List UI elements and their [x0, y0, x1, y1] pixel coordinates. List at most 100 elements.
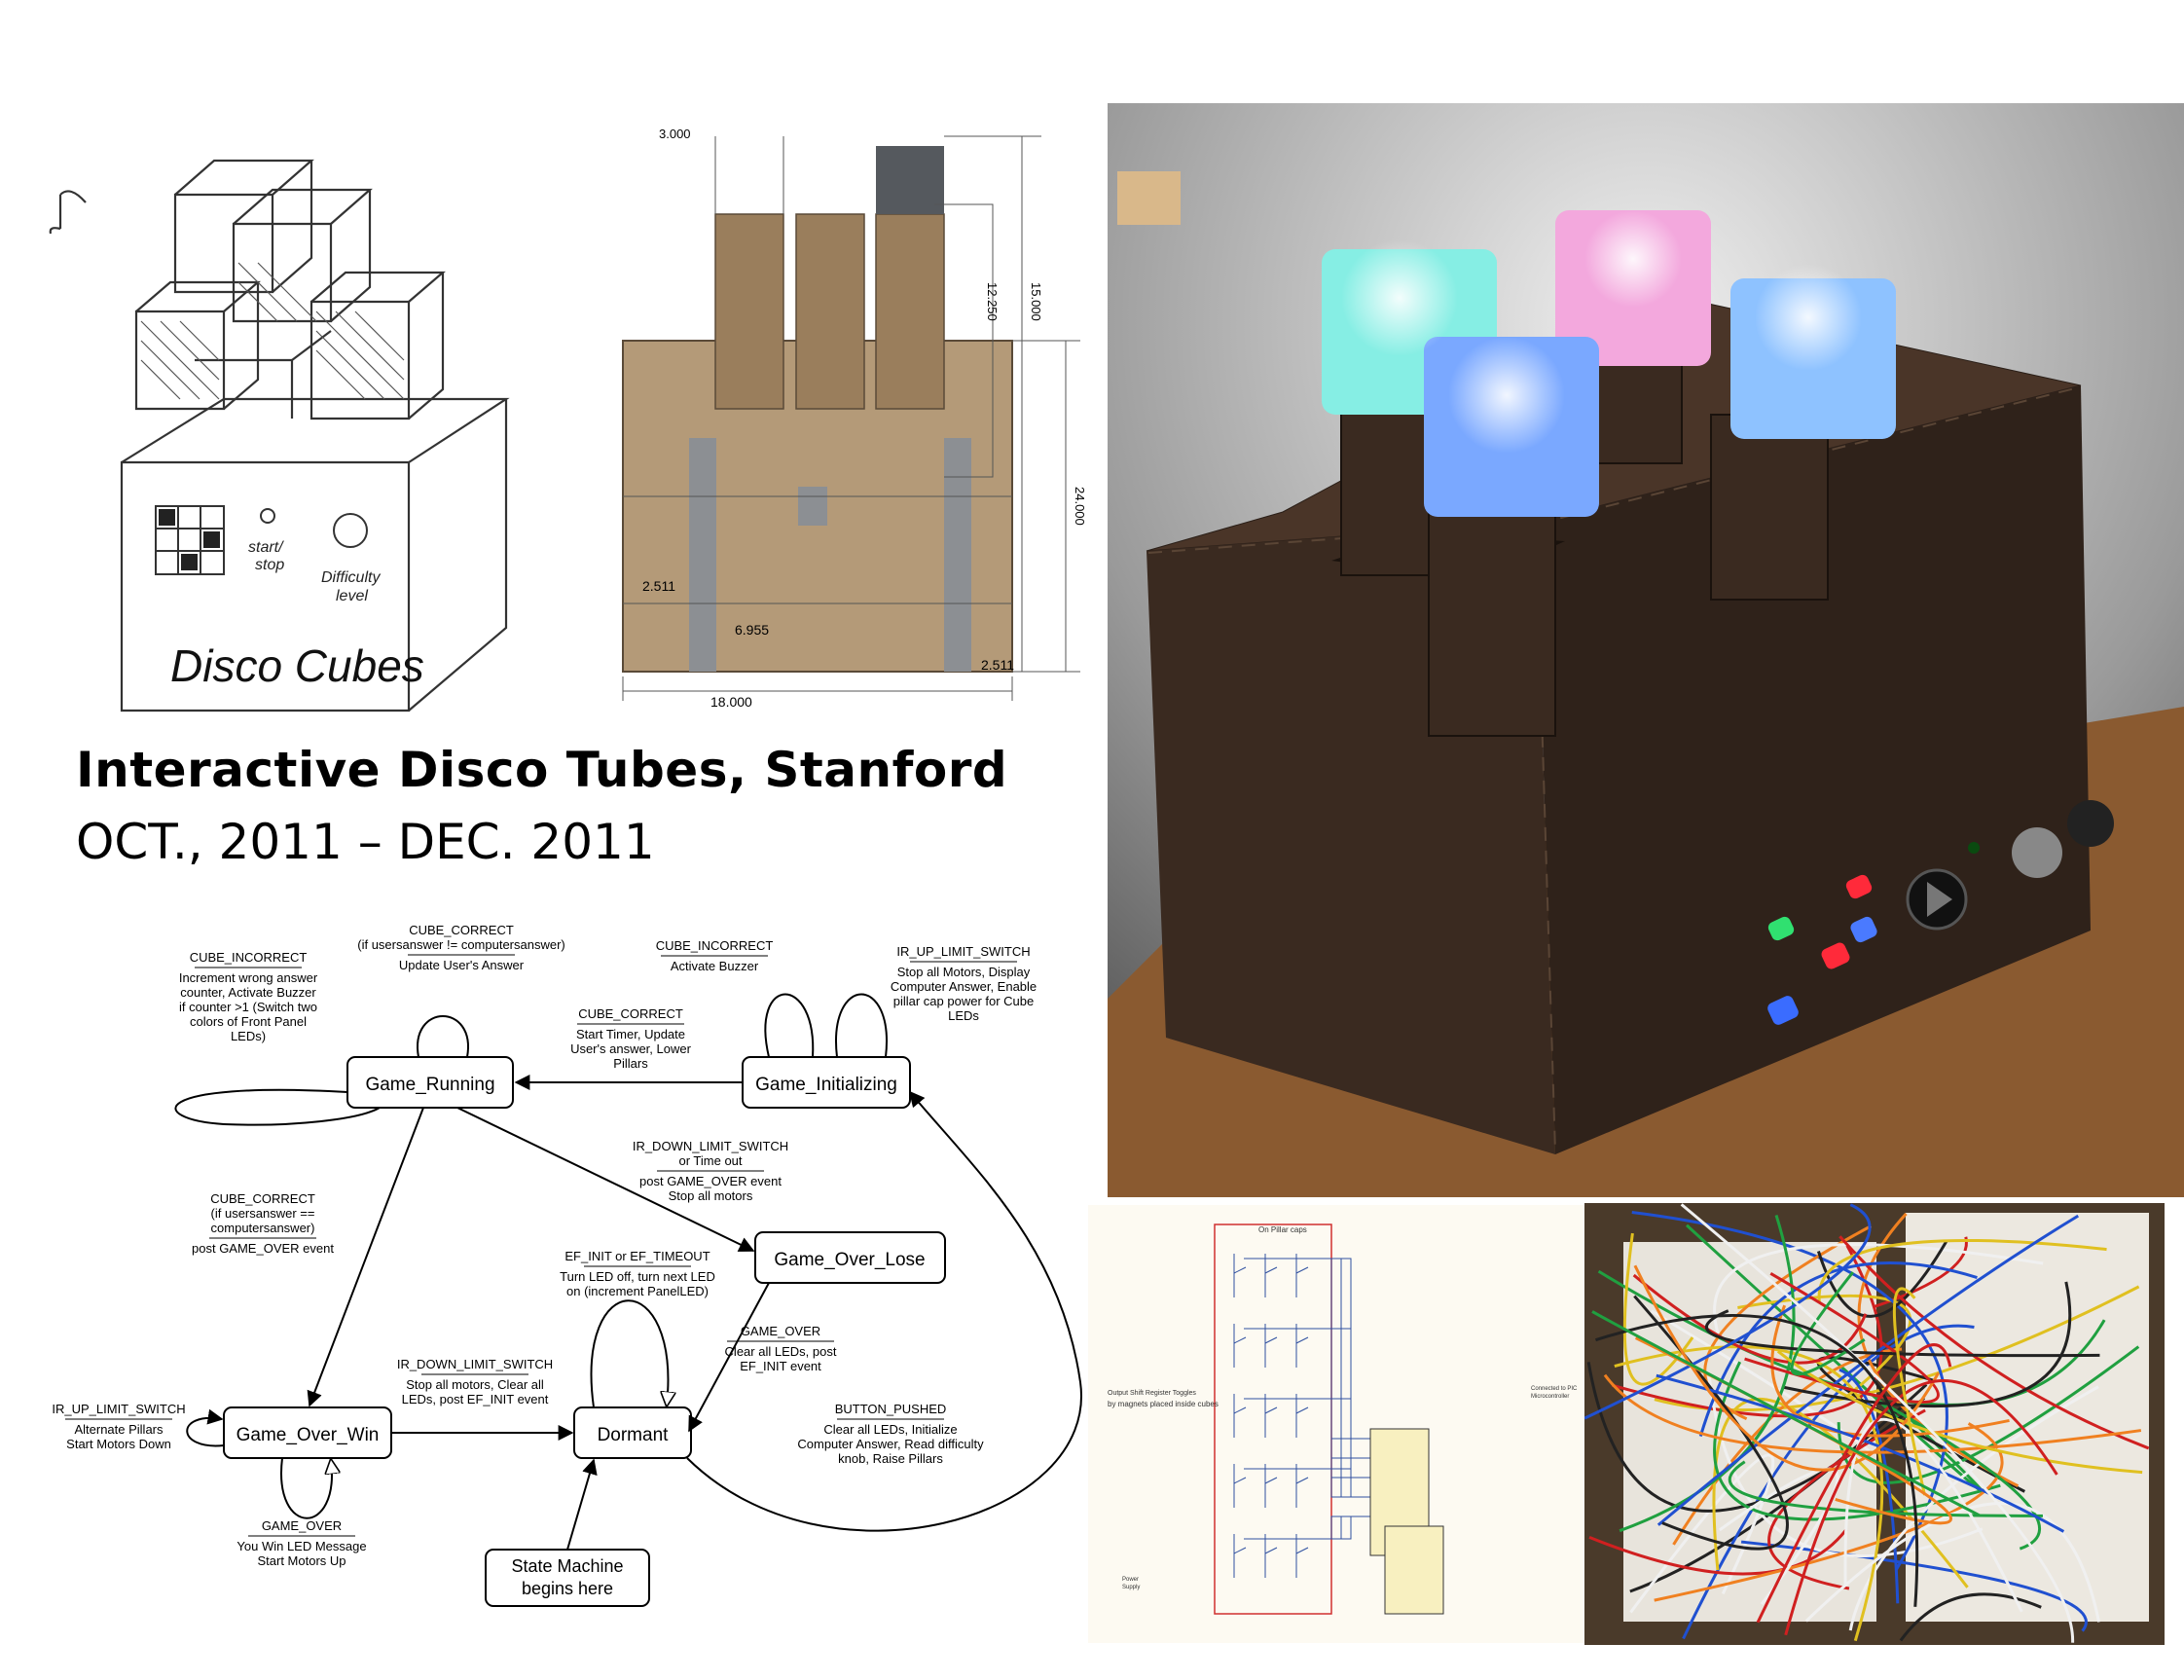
state-game-initializing: Game_Initializing — [755, 1075, 897, 1095]
transition-action-ir-down-lose: post GAME_OVER event — [639, 1174, 782, 1188]
schematic-switch — [1233, 1464, 1247, 1508]
schematic-switch — [1264, 1534, 1278, 1578]
schematic-switch — [1295, 1464, 1309, 1508]
breadboard-wire — [1614, 1345, 1884, 1642]
schematic-switch — [1295, 1254, 1309, 1297]
transition-action-ir-up-init: Stop all Motors, Display — [897, 965, 1031, 979]
transition-action-game-over-win: Start Motors Up — [257, 1553, 346, 1568]
breadboard-wire — [1857, 1212, 2020, 1488]
transition-event-ir-up-init: IR_UP_LIMIT_SWITCH — [896, 944, 1030, 959]
transition-action-ir-up-win: Alternate Pillars — [74, 1422, 164, 1437]
state-start-line2: begins here — [522, 1579, 613, 1598]
cad-drawing: 3.000 12.250 15.000 24.000 2.511 6.955 2… — [603, 117, 1110, 720]
transition-action-ir-down-lose: Stop all motors — [669, 1188, 753, 1203]
transition-action-cube-incorrect-init: Activate Buzzer — [671, 959, 759, 973]
breadboard-wire — [1705, 1309, 2100, 1358]
sketch-label-stop: stop — [255, 557, 284, 573]
transition-event-cube-incorrect-running: CUBE_INCORRECT — [190, 950, 308, 965]
state-dormant: Dormant — [598, 1425, 670, 1445]
state-machine-diagram: Game_Running Game_Initializing Game_Over… — [0, 915, 1100, 1680]
breadboard-wire — [1712, 1397, 1969, 1589]
schematic-switch — [1233, 1324, 1247, 1368]
schematic-label-power: Power — [1122, 1577, 1139, 1583]
schematic-label-micro: Microcontroller — [1531, 1394, 1569, 1400]
transition-action-cube-correct-self: Update User's Answer — [399, 958, 525, 972]
schematic-label-supply: Supply — [1122, 1585, 1140, 1590]
breadboard-wire — [1595, 1313, 1919, 1607]
breadboard-wire — [1656, 1373, 2065, 1533]
page-dates: OCT., 2011 – DEC. 2011 — [76, 814, 655, 870]
transition-action-ir-down-win: Stop all motors, Clear all — [406, 1377, 544, 1392]
breadboard-wire — [1603, 1373, 2142, 1454]
breadboard-wire — [1804, 1502, 2101, 1623]
sketch-label-start: start/ — [248, 539, 284, 556]
breadboard-wire — [1838, 1368, 1900, 1604]
schematic-switch — [1233, 1534, 1247, 1578]
schematic-switch — [1264, 1394, 1278, 1438]
breadboard-wire — [1838, 1235, 2150, 1450]
music-note-icon — [49, 190, 87, 235]
transition-action-ir-up-init: LEDs — [948, 1008, 979, 1023]
transition-action-cube-incorrect-running: if counter >1 (Switch two — [179, 1000, 317, 1014]
schematic-label-magnets: by magnets placed inside cubes — [1108, 1400, 1219, 1408]
concept-sketch: start/ stop Difficulty level Disco Cubes — [0, 117, 584, 759]
transition-event-cube-correct-win: computersanswer) — [211, 1221, 315, 1235]
transition-action-cube-incorrect-running: colors of Front Panel — [190, 1014, 307, 1029]
breadboard-wire — [1588, 1528, 1848, 1576]
transition-action-cube-correct-win: post GAME_OVER event — [192, 1241, 334, 1256]
breadboard-wire — [1767, 1408, 1926, 1590]
schematic-wire — [1306, 1516, 1370, 1540]
transition-action-ir-up-init: pillar cap power for Cube — [893, 994, 1035, 1008]
breadboard-wire — [1899, 1592, 2042, 1642]
schematic-switch — [1264, 1324, 1278, 1368]
cad-dim-2511-right: 2.511 — [981, 657, 1014, 673]
state-start-line1: State Machine — [511, 1556, 623, 1576]
schematic-switch — [1295, 1394, 1309, 1438]
cad-dim-3000: 3.000 — [659, 127, 691, 141]
transition-event-button-pushed: BUTTON_PUSHED — [835, 1402, 947, 1416]
breadboard-wire — [1632, 1273, 1868, 1365]
transition-action-cube-correct-start: Pillars — [613, 1056, 648, 1071]
transition-event-ef-init: EF_INIT or EF_TIMEOUT — [564, 1249, 710, 1263]
transition-action-button-pushed: knob, Raise Pillars — [838, 1451, 943, 1466]
schematic-wire — [1306, 1468, 1370, 1498]
breadboard-wire — [1611, 1242, 1883, 1418]
breadboard-wire — [1656, 1214, 2080, 1526]
transition-event-ir-down-lose: or Time out — [678, 1153, 742, 1168]
transition-event-cube-correct-start: CUBE_CORRECT — [578, 1006, 683, 1021]
transition-event-cube-correct-win: (if usersanswer == — [211, 1206, 315, 1221]
breadboard-wire — [1744, 1272, 1940, 1404]
smiley-icon — [2012, 827, 2062, 878]
sketch-label-difficulty: Difficulty — [321, 569, 381, 586]
transition-event-cube-correct-self: CUBE_CORRECT — [409, 923, 514, 937]
transition-event-cube-correct-self: (if usersanswer != computersanswer) — [357, 937, 565, 952]
breadboard-wire — [1629, 1453, 1775, 1614]
breadboard-wire — [1622, 1232, 1694, 1386]
cad-dim-24000: 24.000 — [1073, 487, 1087, 526]
transition-action-game-over-win: You Win LED Message — [237, 1539, 366, 1553]
transition-action-ef-init: Turn LED off, turn next LED — [560, 1269, 715, 1284]
transition-action-cube-incorrect-running: Increment wrong answer — [179, 970, 318, 985]
breadboard-wire — [1591, 1310, 1981, 1517]
transition-event-cube-correct-win: CUBE_CORRECT — [210, 1191, 315, 1206]
transition-event-game-over-win: GAME_OVER — [262, 1518, 342, 1533]
transition-action-game-over-lose: EF_INIT event — [740, 1359, 821, 1373]
product-photo — [1108, 103, 2184, 1197]
transition-event-ir-down-lose: IR_DOWN_LIMIT_SWITCH — [633, 1139, 788, 1153]
breadboard-wire — [1848, 1385, 2099, 1631]
schematic-switch — [1233, 1394, 1247, 1438]
page-title: Interactive Disco Tubes, Stanford — [76, 742, 1008, 798]
transition-action-cube-correct-start: User's answer, Lower — [570, 1041, 692, 1056]
breadboard-wire — [1783, 1281, 2072, 1408]
transition-action-button-pushed: Clear all LEDs, Initialize — [823, 1422, 957, 1437]
schematic-switch — [1295, 1324, 1309, 1368]
transition-action-ef-init: on (increment PanelLED) — [566, 1284, 709, 1298]
state-game-running: Game_Running — [365, 1075, 494, 1095]
circuit-schematic: On Pillar caps Output Shift Register Tog… — [1088, 1205, 1584, 1643]
transition-event-game-over-lose: GAME_OVER — [741, 1324, 820, 1338]
cad-dim-6955: 6.955 — [735, 622, 769, 638]
schematic-wire — [1306, 1328, 1370, 1459]
breadboard-wire — [1631, 1211, 1948, 1571]
breadboard-wire — [1597, 1269, 2106, 1406]
transition-action-cube-incorrect-running: LEDs) — [231, 1029, 266, 1043]
